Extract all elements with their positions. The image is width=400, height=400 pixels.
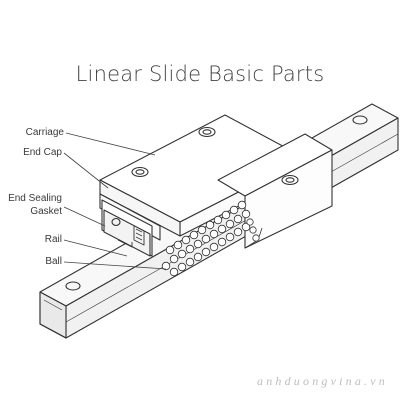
ball (213, 215, 223, 225)
ball (209, 242, 219, 252)
ball (177, 249, 187, 259)
rail-mount-hole (352, 115, 368, 125)
ball (241, 209, 251, 219)
ball (201, 247, 211, 257)
ball-rows (161, 200, 260, 277)
label-carriage: Carriage (25, 127, 64, 138)
label-end-sealing-line2: Gasket (30, 206, 62, 217)
ball (193, 252, 203, 262)
diagram-title: Linear Slide Basic Parts (75, 62, 325, 86)
ball (217, 237, 227, 247)
watermark: anhduongvina.vn (257, 374, 388, 388)
ball-leader-line (63, 261, 167, 270)
ball (233, 214, 243, 224)
ball (209, 229, 219, 239)
ball (185, 244, 195, 254)
end-sealing-leader-line (63, 206, 106, 227)
ball (169, 267, 179, 277)
rail-leader-line (63, 239, 128, 257)
ball (221, 210, 231, 220)
end-cap-leader-line (63, 152, 109, 189)
ball (181, 235, 191, 245)
ball (246, 218, 254, 226)
ball (233, 227, 243, 237)
ball (237, 200, 247, 210)
ball (241, 222, 251, 232)
rail-mount-hole (65, 281, 81, 291)
ball (189, 230, 199, 240)
ball (197, 225, 207, 235)
carriage-leader-line (65, 132, 156, 156)
end-sealing-gasket (103, 209, 151, 257)
ball (217, 224, 227, 234)
ball (161, 261, 171, 271)
label-end-sealing-line1: End Sealing (8, 193, 62, 204)
ball (185, 257, 195, 267)
ball (173, 240, 183, 250)
ball (201, 234, 211, 244)
ball (165, 245, 175, 255)
ball (169, 254, 179, 264)
ball (225, 219, 235, 229)
label-rail: Rail (44, 234, 62, 245)
ball (177, 262, 187, 272)
ball (205, 220, 215, 230)
label-end-cap: End Cap (23, 147, 62, 158)
leader-lines (63, 132, 167, 270)
ball (229, 205, 239, 215)
label-ball: Ball (45, 256, 62, 267)
carriage (99, 114, 333, 249)
ball (193, 239, 203, 249)
ball (252, 234, 260, 242)
ball (225, 232, 235, 242)
ball (249, 226, 257, 234)
